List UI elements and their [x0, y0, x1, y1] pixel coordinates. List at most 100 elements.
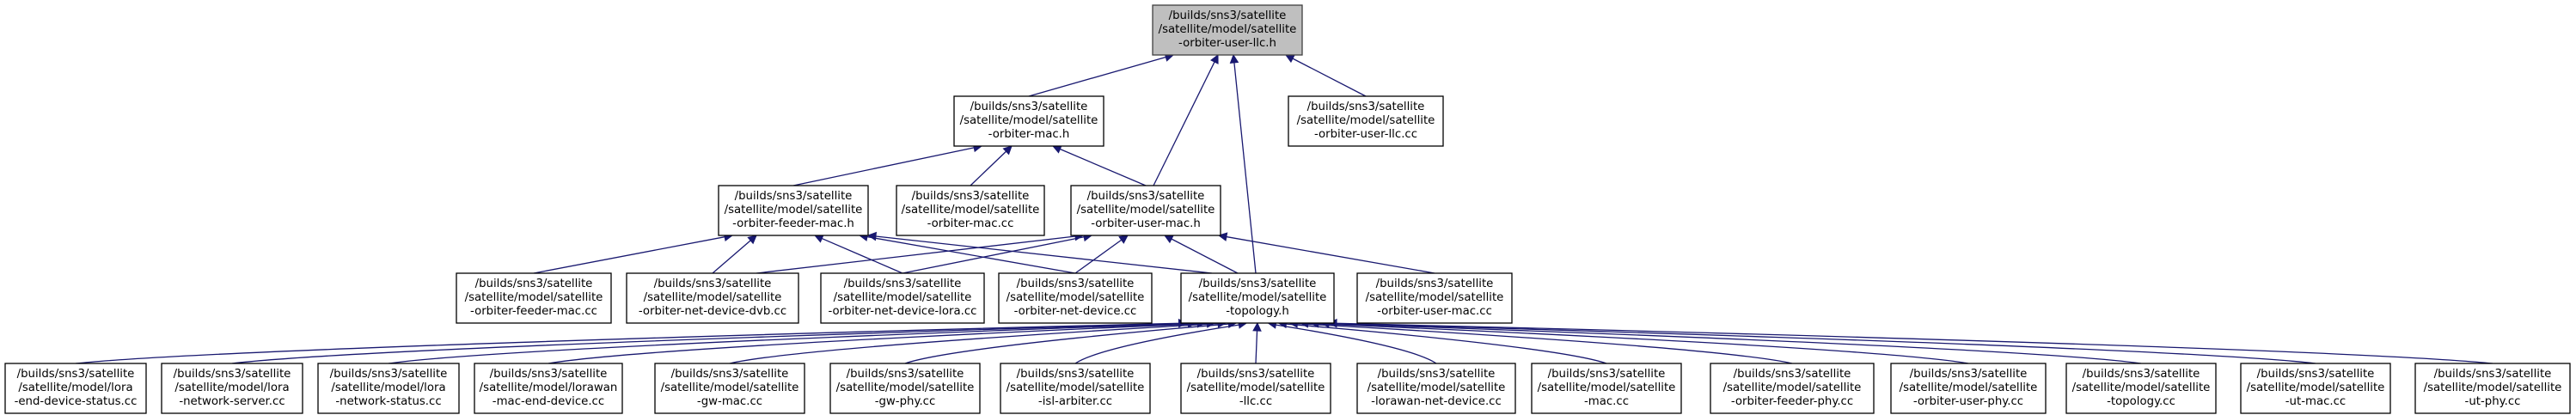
node-box	[456, 272, 612, 324]
node-label-line: /satellite/model/satellite	[1077, 204, 1215, 217]
node-label-line: -topology.cc	[2107, 395, 2175, 408]
node-b5[interactable]: /builds/sns3/satellite/satellite/model/s…	[654, 363, 805, 414]
node-label-line: /builds/sns3/satellite	[1910, 368, 2028, 381]
node-llc-h[interactable]: /builds/sns3/satellite/satellite/model/s…	[1152, 4, 1303, 56]
edge-line	[756, 235, 1076, 274]
node-label-line: /builds/sns3/satellite	[654, 278, 772, 290]
node-b14[interactable]: /builds/sns3/satellite/satellite/model/s…	[2240, 363, 2391, 414]
node-label-line: /satellite/model/satellite	[1538, 381, 1676, 394]
edge-line	[1226, 235, 1435, 274]
node-label-line: -orbiter-user-phy.cc	[1913, 395, 2023, 408]
node-label-line: /satellite/model/satellite	[661, 381, 799, 394]
node-b6[interactable]: /builds/sns3/satellite/satellite/model/s…	[829, 363, 981, 414]
node-label-line: -orbiter-mac.h	[988, 128, 1070, 141]
node-netdev-cc[interactable]: /builds/sns3/satellite/satellite/model/s…	[998, 272, 1153, 324]
edge-line	[712, 240, 751, 274]
node-mac-cc[interactable]: /builds/sns3/satellite/satellite/model/s…	[896, 185, 1045, 236]
node-box	[317, 363, 460, 414]
edge-line	[1255, 330, 1258, 364]
node-label-line: /builds/sns3/satellite	[847, 368, 964, 381]
node-label-line: -orbiter-user-llc.h	[1178, 37, 1276, 50]
node-b4[interactable]: /builds/sns3/satellite/satellite/model/l…	[474, 363, 623, 414]
edge-line	[902, 236, 1085, 274]
node-b9[interactable]: /builds/sns3/satellite/satellite/model/s…	[1356, 363, 1516, 414]
node-label-line: /satellite/model/satellite	[1723, 381, 1862, 394]
node-b11[interactable]: /builds/sns3/satellite/satellite/model/s…	[1710, 363, 1875, 414]
node-b15[interactable]: /builds/sns3/satellite/satellite/model/s…	[2414, 363, 2571, 414]
node-box	[820, 272, 985, 324]
edge-mac_h-to-feeder_mac_h	[792, 143, 983, 186]
node-user-mac-h[interactable]: /builds/sns3/satellite/satellite/model/s…	[1070, 185, 1221, 236]
node-feeder-mac-cc[interactable]: /builds/sns3/satellite/satellite/model/s…	[456, 272, 612, 324]
edge-line	[904, 323, 1229, 364]
edge-line	[231, 322, 1189, 364]
node-dvb-cc[interactable]: /builds/sns3/satellite/satellite/model/s…	[626, 272, 799, 324]
node-box	[161, 363, 303, 414]
nodes-layer: /builds/sns3/satellite/satellite/model/s…	[4, 4, 2571, 414]
node-label-line: /builds/sns3/satellite	[1017, 278, 1135, 290]
node-lora-cc[interactable]: /builds/sns3/satellite/satellite/model/s…	[820, 272, 985, 324]
node-b3[interactable]: /builds/sns3/satellite/satellite/model/l…	[317, 363, 460, 414]
edge-feeder_mac_h-to-dvb_cc	[712, 235, 757, 274]
node-label-line: /satellite/model/satellite	[834, 291, 972, 304]
node-label-line: -ut-phy.cc	[2465, 395, 2521, 408]
node-box	[1180, 272, 1335, 324]
edge-line	[1028, 56, 1166, 97]
edge-line	[822, 237, 903, 274]
node-label-line: -lorawan-net-device.cc	[1371, 395, 1502, 408]
node-label-line: /satellite/model/lora	[331, 381, 445, 394]
edge-arrowhead	[866, 231, 878, 241]
node-label-line: /builds/sns3/satellite	[1734, 368, 1851, 381]
node-mac-h[interactable]: /builds/sns3/satellite/satellite/model/s…	[953, 95, 1104, 147]
node-topology-h[interactable]: /builds/sns3/satellite/satellite/model/s…	[1180, 272, 1335, 324]
node-label-line: -orbiter-user-mac.cc	[1377, 305, 1492, 318]
edge-arrowhead	[1118, 235, 1129, 244]
node-label-line: -network-status.cc	[335, 395, 441, 408]
edge-line	[1307, 322, 1969, 364]
node-label-line: -orbiter-feeder-mac.cc	[470, 305, 597, 318]
edge-line	[548, 322, 1208, 364]
node-llc-cc[interactable]: /builds/sns3/satellite/satellite/model/s…	[1288, 95, 1444, 147]
node-label-line: /builds/sns3/satellite	[1087, 190, 1205, 203]
node-label-line: -orbiter-user-llc.cc	[1314, 128, 1417, 141]
node-b8[interactable]: /builds/sns3/satellite/satellite/model/s…	[1180, 363, 1331, 414]
node-b13[interactable]: /builds/sns3/satellite/satellite/model/s…	[2065, 363, 2217, 414]
edge-llc_h-to-mac_h	[1028, 52, 1175, 97]
node-b2[interactable]: /builds/sns3/satellite/satellite/model/l…	[161, 363, 303, 414]
node-label-line: /satellite/model/satellite	[644, 291, 782, 304]
node-label-line: /satellite/model/satellite	[1368, 381, 1506, 394]
edge-line	[1153, 61, 1215, 186]
node-label-line: /satellite/model/satellite	[1187, 381, 1325, 394]
node-box	[718, 185, 869, 236]
node-user-mac-cc[interactable]: /builds/sns3/satellite/satellite/model/s…	[1356, 272, 1513, 324]
edge-arrowhead	[1002, 145, 1013, 156]
edge-line	[1292, 58, 1367, 97]
node-label-line: -mac.cc	[1584, 395, 1629, 408]
node-label-line: /satellite/model/lorawan	[480, 381, 618, 394]
edge-arrowhead	[1285, 54, 1295, 64]
edge-line	[729, 323, 1219, 364]
node-box	[1890, 363, 2047, 414]
node-label-line: -end-device-status.cc	[15, 395, 138, 408]
edge-user_mac_h-to-netdev_cc	[1074, 235, 1129, 274]
node-b10[interactable]: /builds/sns3/satellite/satellite/model/s…	[1531, 363, 1682, 414]
node-box	[1070, 185, 1221, 236]
edge-line	[1336, 322, 2493, 364]
node-b1[interactable]: /builds/sns3/satellite/satellite/model/l…	[4, 363, 147, 414]
edge-line	[1074, 324, 1239, 364]
node-feeder-mac-h[interactable]: /builds/sns3/satellite/satellite/model/s…	[718, 185, 869, 236]
node-box	[654, 363, 805, 414]
edge-arrowhead	[1164, 235, 1174, 244]
node-b12[interactable]: /builds/sns3/satellite/satellite/model/s…	[1890, 363, 2047, 414]
node-b7[interactable]: /builds/sns3/satellite/satellite/model/s…	[1000, 363, 1151, 414]
node-box	[474, 363, 623, 414]
edge-line	[1074, 239, 1123, 274]
edge-line	[1171, 238, 1239, 274]
node-box	[1710, 363, 1875, 414]
node-box	[2065, 363, 2217, 414]
edge-line	[533, 236, 725, 274]
node-box	[1152, 4, 1303, 56]
node-label-line: /builds/sns3/satellite	[1307, 101, 1425, 113]
node-label-line: /builds/sns3/satellite	[2257, 368, 2375, 381]
